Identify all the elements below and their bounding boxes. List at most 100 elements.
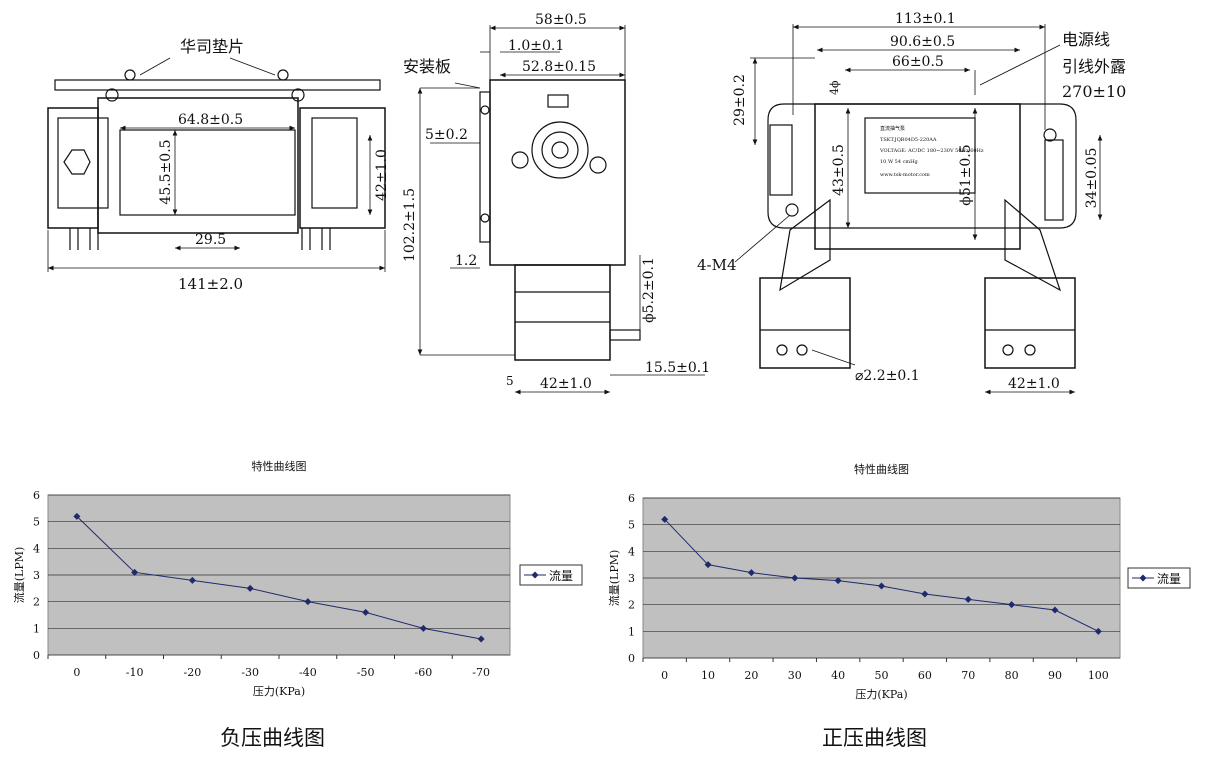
svg-text:102.2±1.5: 102.2±1.5 — [402, 188, 418, 262]
chart-caption-negative: 负压曲线图 — [220, 726, 325, 750]
svg-text:TSKT.JQB04D5-220AA: TSKT.JQB04D5-220AA — [880, 137, 937, 143]
legend-box — [1127, 567, 1191, 589]
y-tick-label: 2 — [33, 596, 40, 609]
svg-text:42±1.0: 42±1.0 — [540, 376, 592, 392]
svg-text:10 W 54 cmHg: 10 W 54 cmHg — [880, 159, 919, 165]
y-axis-label: 流量(LPM) — [12, 547, 26, 604]
y-tick-label: 1 — [628, 625, 635, 638]
legend-box — [519, 564, 583, 586]
y-tick-label: 0 — [628, 652, 635, 665]
x-tick-label: 90 — [1048, 669, 1062, 682]
svg-text:直流抽气泵: 直流抽气泵 — [880, 125, 905, 132]
series-line — [76, 515, 482, 640]
data-point — [188, 576, 196, 584]
svg-text:ϕ5.2±0.1: ϕ5.2±0.1 — [641, 257, 657, 323]
svg-text:90.6±0.5: 90.6±0.5 — [890, 34, 955, 50]
y-tick-label: 5 — [628, 519, 635, 532]
front-dimensions — [47, 57, 386, 272]
x-tick-label: -40 — [299, 666, 317, 679]
side-dimensions — [417, 25, 705, 395]
data-point — [477, 635, 485, 643]
y-tick-label: 6 — [33, 489, 40, 502]
x-tick-label: 20 — [744, 669, 758, 682]
data-point — [1008, 601, 1016, 609]
x-tick-label: -30 — [241, 666, 259, 679]
svg-text:270±10: 270±10 — [1062, 82, 1126, 101]
x-tick-label: 40 — [831, 669, 845, 682]
side-labels: 安装板 58±0.5 1.0±0.1 52.8±0.15 5±0.2 102.2… — [402, 12, 710, 392]
x-axis-label: 压力(KPa) — [253, 685, 305, 698]
svg-text:43±0.5: 43±0.5 — [831, 144, 847, 196]
svg-text:29±0.2: 29±0.2 — [732, 74, 748, 126]
y-tick-label: 3 — [33, 569, 40, 582]
svg-text:华司垫片: 华司垫片 — [180, 37, 244, 56]
svg-text:58±0.5: 58±0.5 — [535, 12, 587, 28]
data-point — [921, 590, 929, 598]
svg-text:ϕ51±0.5: ϕ51±0.5 — [958, 144, 974, 205]
data-point — [878, 582, 885, 590]
y-tick-label: 1 — [33, 622, 40, 635]
x-tick-label: -70 — [472, 666, 490, 679]
svg-text:52.8±0.15: 52.8±0.15 — [522, 59, 596, 75]
svg-text:34±0.05: 34±0.05 — [1084, 148, 1100, 209]
svg-text:29.5: 29.5 — [195, 232, 226, 248]
x-axis-label: 压力(KPa) — [855, 688, 907, 701]
data-point — [791, 574, 799, 582]
x-tick-label: 0 — [73, 666, 80, 679]
chart-title: 特性曲线图 — [854, 462, 909, 476]
legend-label: 流量 — [549, 569, 573, 583]
x-tick-label: 70 — [961, 669, 975, 682]
svg-text:1.0±0.1: 1.0±0.1 — [508, 38, 564, 54]
y-tick-label: 5 — [33, 516, 40, 529]
chart-title: 特性曲线图 — [252, 459, 307, 473]
legend-marker — [1139, 574, 1147, 582]
side-view — [479, 79, 641, 361]
svg-text:113±0.1: 113±0.1 — [895, 11, 956, 27]
svg-text:引线外露: 引线外露 — [1062, 57, 1126, 76]
y-tick-label: 0 — [33, 649, 40, 662]
x-tick-label: 0 — [661, 669, 668, 682]
data-point — [246, 584, 254, 592]
x-tick-label: 30 — [788, 669, 802, 682]
x-tick-label: 60 — [918, 669, 932, 682]
legend-label: 流量 — [1157, 572, 1181, 586]
front-labels: 华司垫片 141±2.0 64.8±0.5 45.5±0.5 29.5 42±1… — [158, 37, 390, 293]
top-dimensions — [734, 24, 1103, 395]
svg-text:4ϕ: 4ϕ — [828, 80, 841, 95]
top-labels: 113±0.1 90.6±0.5 66±0.5 29±0.2 43±0.5 ϕ5… — [697, 11, 1126, 392]
data-point — [1094, 627, 1102, 635]
data-point — [661, 515, 669, 523]
svg-text:45.5±0.5: 45.5±0.5 — [158, 139, 174, 204]
svg-text:15.5±0.1: 15.5±0.1 — [645, 360, 710, 376]
svg-text:4-M4: 4-M4 — [697, 256, 737, 274]
svg-text:42±1.0: 42±1.0 — [1008, 376, 1060, 392]
x-tick-label: -50 — [357, 666, 375, 679]
data-point — [419, 624, 427, 632]
x-tick-label: 80 — [1005, 669, 1019, 682]
negative-pressure-chart: 特性曲线图01234560-10-20-30-40-50-60-70压力(KPa… — [12, 459, 583, 698]
svg-text:安装板: 安装板 — [403, 57, 451, 76]
y-tick-label: 4 — [628, 545, 635, 558]
data-point — [362, 608, 370, 616]
y-axis-label: 流量(LPM) — [607, 550, 621, 607]
y-tick-label: 4 — [33, 542, 40, 555]
data-point — [131, 568, 139, 576]
data-point — [964, 595, 972, 603]
svg-text:VOLTAGE: AC/DC 180~230V 50Hz/6: VOLTAGE: AC/DC 180~230V 50Hz/60Hz — [879, 148, 984, 154]
svg-text:66±0.5: 66±0.5 — [892, 54, 944, 70]
svg-text:5: 5 — [506, 374, 514, 388]
data-point — [704, 561, 712, 569]
y-tick-label: 3 — [628, 572, 635, 585]
svg-text:5±0.2: 5±0.2 — [425, 127, 468, 143]
svg-text:www.tsk-motor.com: www.tsk-motor.com — [880, 172, 930, 178]
y-tick-label: 6 — [628, 492, 635, 505]
svg-text:⌀2.2±0.1: ⌀2.2±0.1 — [855, 368, 920, 384]
data-point — [1051, 606, 1059, 614]
svg-text:141±2.0: 141±2.0 — [178, 275, 243, 293]
chart-caption-positive: 正压曲线图 — [822, 726, 927, 750]
svg-text:42±1.0: 42±1.0 — [374, 149, 390, 201]
svg-text:1.2: 1.2 — [455, 253, 477, 269]
x-tick-label: -60 — [415, 666, 433, 679]
